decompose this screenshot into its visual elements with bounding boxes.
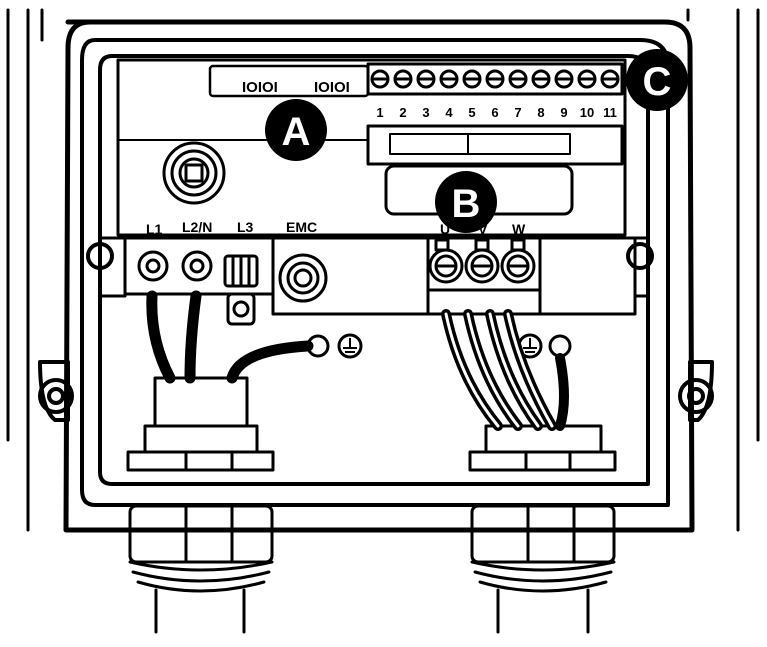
control-board [116,58,627,237]
supply-wires [146,290,314,384]
enclosure-inner-rim [80,38,670,507]
control-terminal-screw [600,69,620,89]
callout-b: B [435,171,497,233]
emc-plate [271,236,637,316]
mounting-hole-left [86,242,114,270]
conduit-fitting-left [128,504,274,634]
control-terminal-strip [366,62,624,96]
terminal-number: 1 [376,105,383,120]
terminal-number: 5 [468,105,475,120]
terminal-number: 6 [491,105,498,120]
earth-terminal-left [306,333,363,359]
label-v: V [478,221,488,237]
enclosure-body [63,19,695,533]
svg-text:A: A [282,110,311,154]
power-screw-l1 [137,250,169,282]
earth-symbol-right [523,338,537,353]
label-u: U [440,221,450,237]
label-l3: L3 [237,219,254,235]
control-terminal-screw [508,69,528,89]
power-screw-l2n [181,250,213,282]
mounting-rails [6,8,760,532]
control-terminal-screw [416,69,436,89]
mounting-hole-right [626,242,654,270]
control-terminal-screw [439,69,459,89]
ribbon-connector [366,124,624,166]
label-w: W [512,221,526,237]
earth-symbol-left [343,338,357,353]
control-terminal-screw [531,69,551,89]
terminal-number: 3 [422,105,429,120]
terminal-number: 8 [537,105,544,120]
motor-terminal-block [426,236,542,316]
board-mark-right: IOIOI [314,79,350,96]
terminal-number: 4 [445,105,453,120]
potentiometer [162,141,226,205]
svg-text:C: C [643,60,672,104]
terminal-number: 9 [560,105,567,120]
terminal-number: 10 [580,105,594,120]
callout-a: A [265,99,327,161]
control-terminal-screw [577,69,597,89]
control-terminal-screw [370,69,390,89]
control-terminal-screws [370,69,620,89]
terminal-number: 2 [399,105,406,120]
control-terminal-screw [554,69,574,89]
cable-gland-right [468,424,617,472]
terminal-number: 11 [603,105,617,120]
label-l2n: L2/N [182,219,212,235]
board-mark-left: IOIOI [242,79,278,96]
control-terminal-screw [462,69,482,89]
conduit-fitting-right [470,504,616,634]
label-l1: L1 [146,221,163,237]
terminal-number: 7 [514,105,521,120]
control-terminal-screw [485,69,505,89]
label-emc: EMC [286,219,317,235]
control-terminal-screw [393,69,413,89]
svg-text:B: B [452,182,481,226]
side-lug-left [38,360,74,422]
cable-gland-left [126,376,275,472]
callout-c: C [626,49,688,111]
side-lug-right [678,360,714,422]
